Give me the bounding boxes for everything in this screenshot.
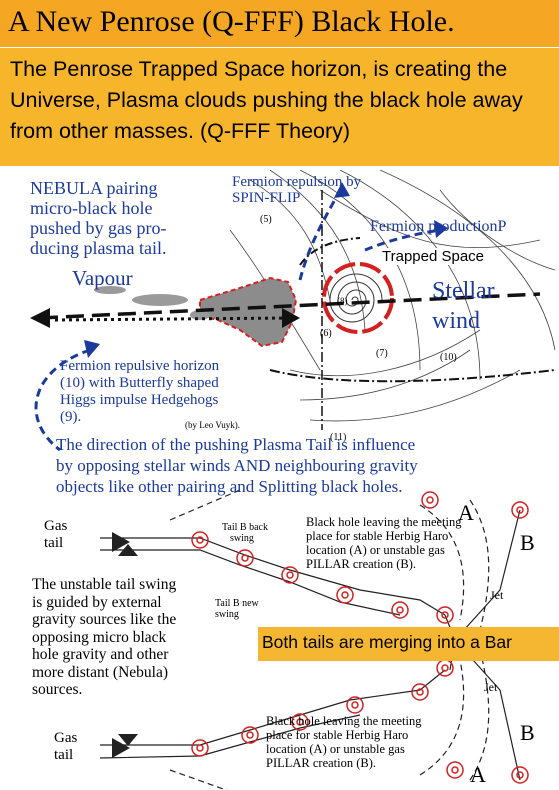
nebula-line-4: ducing plasma tail. [30,238,167,258]
b-bottom-label: B [520,720,535,745]
page-title: A New Penrose (Q-FFF) Black Hole. [8,5,455,38]
unstable-line-7: sources. [32,681,83,698]
horizon-line-1: Fermion repulsive horizon [60,358,220,374]
unstable-line-5: hole gravity and other [32,646,169,663]
trapped-space-circle [322,262,394,334]
gas-tail-bottom-line-2: tail [54,747,74,763]
nebula-label: NEBULA pairing micro-black hole pushed b… [30,178,166,258]
leaving-bottom-line-2: place for stable Herbig Haro [266,728,409,742]
direction-text: The direction of the pushing Plasma Tail… [56,434,418,497]
fermion-repulsion-label: Fermion repulsion by SPIN-FLIP [232,174,361,206]
leaving-bottom-line-4: PILLAR creation (B). [266,756,377,770]
direction-line-2: by opposing stellar winds AND neighbouri… [56,456,418,475]
jet-top-label: Jet [490,588,504,602]
direction-line-1: The direction of the pushing Plasma Tail… [56,435,416,454]
unstable-line-4: opposing micro black [32,628,167,646]
main-arrow-head-left [30,308,50,328]
trapped-space-label: Trapped Space [382,248,485,265]
tail-b-new-line-2: swing [215,609,239,620]
unstable-line-1: The unstable tail swing [32,576,177,593]
credit-label: (by Leo Vuyk). [185,420,241,430]
num-5: (5) [260,214,272,225]
b-top-label: B [520,530,535,555]
arrow-head-mid [282,308,300,328]
horizon-label: Fermion repulsive horizon (10) with Butt… [60,358,219,426]
unstable-line-6: more distant (Nebula) [32,663,169,681]
nebula-line-3: pushed by gas pro- [30,218,167,238]
stellar-label: Stellar [432,278,495,304]
horizon-line-2: (10) with Butterfly shaped [60,375,219,391]
leaving-top-line-1: Black hole leaving the meeting [306,515,462,529]
title-bar: A New Penrose (Q-FFF) Black Hole. [0,0,559,47]
horizon-line-4: (9). [60,409,82,425]
dashdot-lower [269,369,556,383]
main-arrow [39,292,541,320]
unstable-line-2: is guided by external [32,593,162,611]
red-circles [191,491,529,784]
leaving-top-line-4: PILLAR creation (B). [306,557,417,571]
gas-tail-bottom-line-1: Gas [54,730,78,746]
fermion-production-label: Fermion productionP [370,218,507,235]
lower-dashed [169,489,490,790]
wind-label: wind [432,308,480,334]
fermion-repulsion-line-1: Fermion repulsion by [232,174,362,190]
blue-curve-head [84,340,100,358]
vapour-label: Vapour [72,266,133,290]
blue-curve [34,348,91,452]
leaving-bottom-line-3: location (A) or unstable gas [266,742,405,756]
tail-b-new-line-1: Tail B new [215,598,259,609]
gas-nozzles [112,532,138,758]
nebula-line-1: NEBULA pairing [30,178,158,198]
horizon-line-3: Higgs impulse Hedgehogs [60,392,219,408]
vapour-blobs [94,286,210,320]
gas-tail-top-label: Gas tail [44,518,67,552]
merging-callout: Both tails are merging into a Bar [258,627,559,661]
separator [0,166,559,170]
num-10: (10) [440,352,457,363]
leaving-top-line-2: place for stable Herbig Haro [306,529,449,543]
fermion-repulsion-line-2: SPIN-FLIP [232,190,301,206]
unstable-line-3: gravity sources like the [32,611,177,628]
field-lines [229,170,556,422]
jet-bottom-label: Jet [484,680,498,694]
num-7: (7) [376,348,388,359]
gas-tail-top-line-2: tail [44,535,64,551]
leaving-bottom-line-1: Black hole leaving the meeting [266,714,422,728]
subtitle-bar: The Penrose Trapped Space horizon, is cr… [0,48,559,166]
diagram-graphics [30,170,556,790]
unstable-label: The unstable tail swing is guided by ext… [32,576,176,699]
num-8: (8) [337,296,348,306]
nebula-line-2: micro-black hole [30,198,153,218]
callout-text: Both tails are merging into a Bar [262,632,512,652]
tail-b-back-line-1: Tail B back [222,522,268,533]
blue-arrow-right [364,228,441,252]
gas-tail-top-line-1: Gas [44,518,68,534]
leaving-top-line-3: location (A) or unstable gas [306,543,445,557]
leaving-bottom-label: Black hole leaving the meeting place for… [266,714,422,770]
tail-b-back-line-2: swing [230,533,254,544]
tail-b-new-label: Tail B new swing [215,598,259,620]
a-top-label: A [458,500,474,525]
tail-b-back-label: Tail B back swing [222,522,268,544]
page-subtitle: The Penrose Trapped Space horizon, is cr… [10,57,523,143]
num-6: (6) [320,328,332,339]
direction-line-3: objects like other pairing and Splitting… [56,477,403,496]
dashdot-curve [299,237,361,266]
num-11: (11) [330,432,347,443]
gas-tail-bottom-label: Gas tail [54,730,77,764]
spiral [329,273,383,323]
a-bottom-label: A [470,762,486,787]
leaving-top-label: Black hole leaving the meeting place for… [306,515,462,571]
plasma-tail [199,276,298,348]
diagram-area: NEBULA pairing micro-black hole pushed b… [0,170,559,790]
